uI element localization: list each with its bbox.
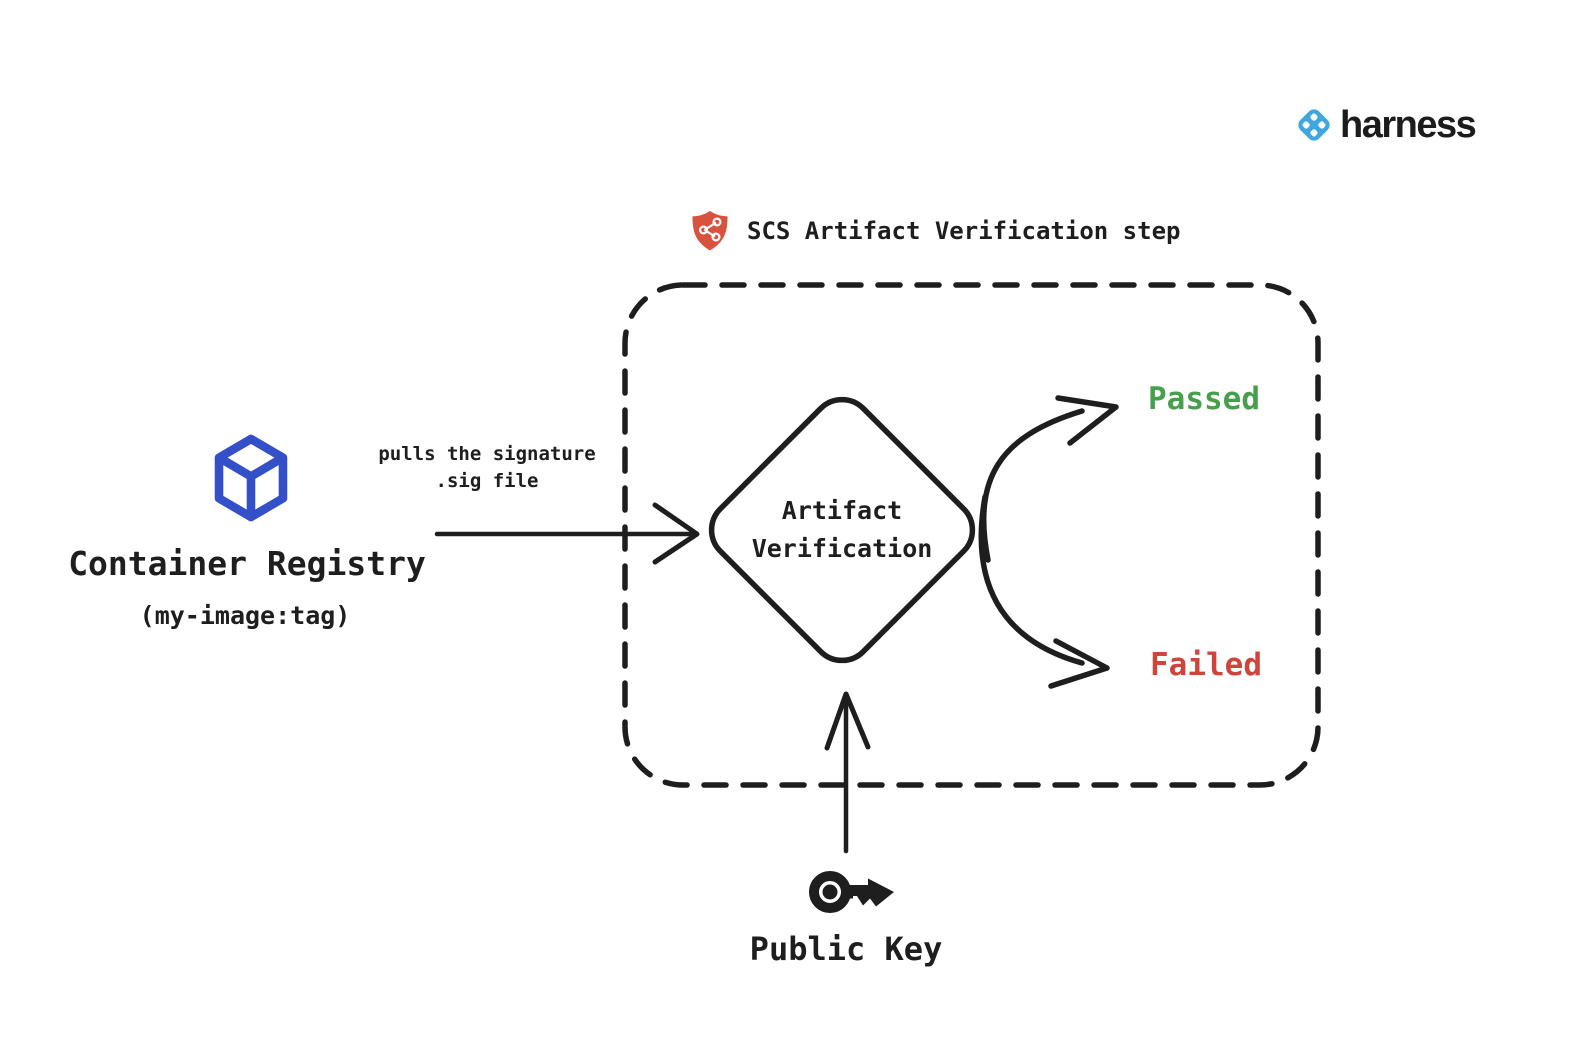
public-key-arrow: [824, 691, 871, 854]
container-registry-image-tag: (my-image:tag): [139, 601, 351, 630]
artifact-verification-line2: Verification: [751, 534, 933, 563]
pull-arrow: [434, 502, 700, 565]
harness-logo-text: harness: [1340, 104, 1477, 146]
decision-diamond: [708, 396, 976, 664]
failed-arrow: [978, 494, 1110, 689]
container-registry-cube-icon: [212, 430, 290, 530]
step-title-text: SCS Artifact Verification step: [747, 217, 1181, 245]
passed-arrow: [981, 395, 1119, 563]
artifact-verification-line1: Artifact: [781, 496, 903, 525]
scs-shield-icon: [692, 211, 728, 251]
step-title: SCS Artifact Verification step: [690, 209, 1180, 253]
pull-arrow-label: pulls the signature .sig file: [378, 441, 595, 495]
pull-arrow-label-line1: pulls the signature: [378, 443, 596, 465]
harness-logo-icon: [1298, 109, 1330, 141]
public-key-icon: [806, 862, 898, 922]
harness-logo: harness: [1293, 104, 1477, 146]
failed-outcome-label: Failed: [1150, 647, 1262, 683]
pull-arrow-label-line2: .sig file: [435, 470, 539, 492]
artifact-verification-label: Artifact Verification: [752, 492, 933, 568]
public-key-label: Public Key: [749, 930, 943, 968]
passed-outcome-label: Passed: [1148, 381, 1260, 417]
container-registry-label: Container Registry: [68, 544, 426, 583]
